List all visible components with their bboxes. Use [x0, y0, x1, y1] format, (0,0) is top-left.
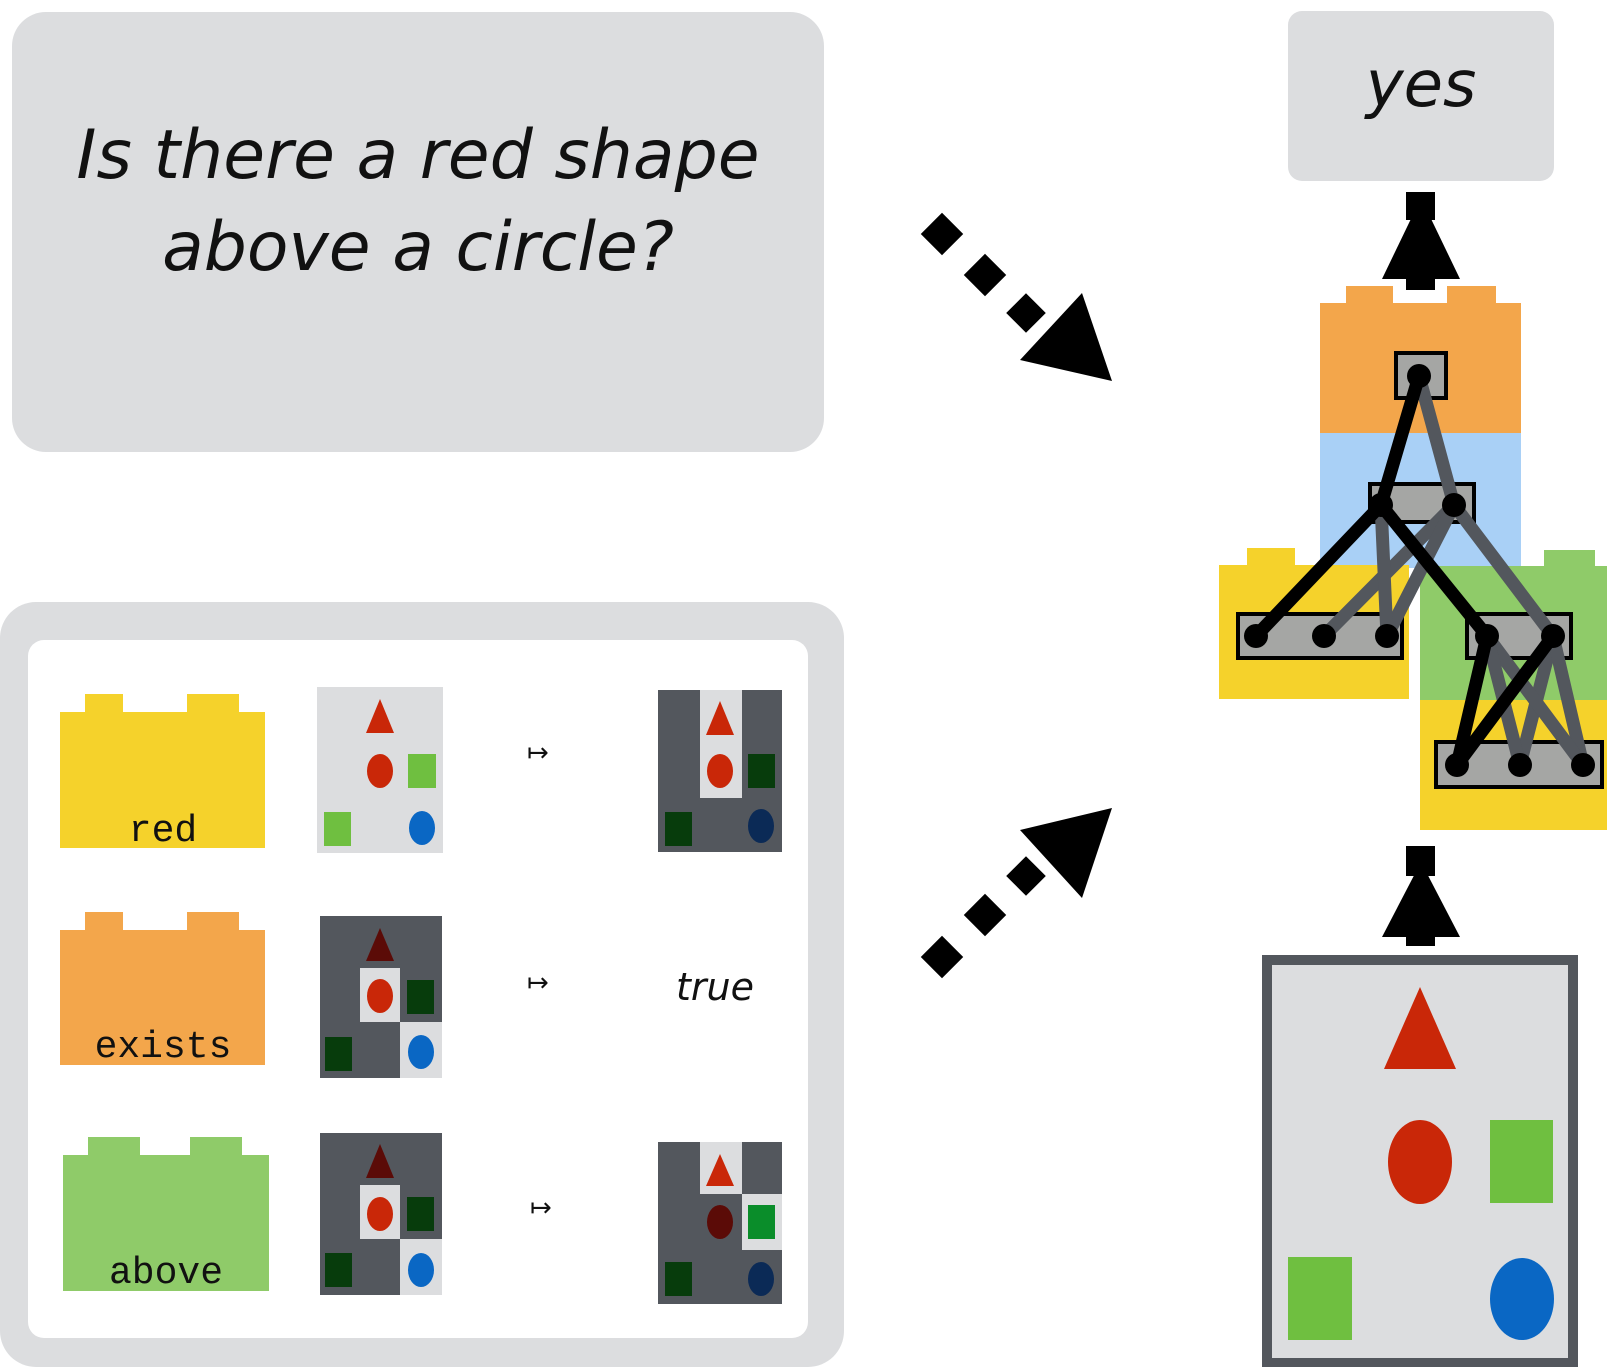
answer-text: yes: [1365, 48, 1477, 122]
arrow-image-to-network: [1382, 846, 1460, 946]
input-image: [1262, 955, 1578, 1367]
maps-to-icon: ↦: [530, 1193, 552, 1223]
question-line-1: Is there a red shape: [76, 116, 760, 195]
above-output-attention: [658, 1142, 782, 1304]
exists-output-value: true: [676, 965, 754, 1009]
assembled-network: [1219, 286, 1607, 830]
red-input-scene: [317, 687, 443, 853]
answer-box: yes: [1288, 11, 1554, 181]
module-block-red: [60, 694, 265, 848]
maps-to-icon: ↦: [527, 968, 549, 998]
module-label-red: red: [128, 810, 198, 853]
dashed-arrow-question-to-network: [920, 212, 1112, 381]
module-block-exists: [60, 912, 265, 1065]
question-line-2: above a circle?: [162, 208, 674, 287]
red-output-attention: [658, 690, 782, 852]
module-block-above: [63, 1137, 269, 1291]
question-text: Is there a red shape above a circle?: [76, 110, 759, 294]
dashed-arrow-modules-to-network: [920, 808, 1112, 979]
exists-input-attention: [320, 916, 442, 1078]
question-box: Is there a red shape above a circle?: [12, 12, 824, 452]
module-label-exists: exists: [94, 1026, 232, 1069]
above-input-attention: [320, 1133, 442, 1295]
arrow-network-to-answer: [1382, 192, 1460, 290]
maps-to-icon: ↦: [527, 738, 549, 768]
module-label-above: above: [108, 1252, 224, 1295]
